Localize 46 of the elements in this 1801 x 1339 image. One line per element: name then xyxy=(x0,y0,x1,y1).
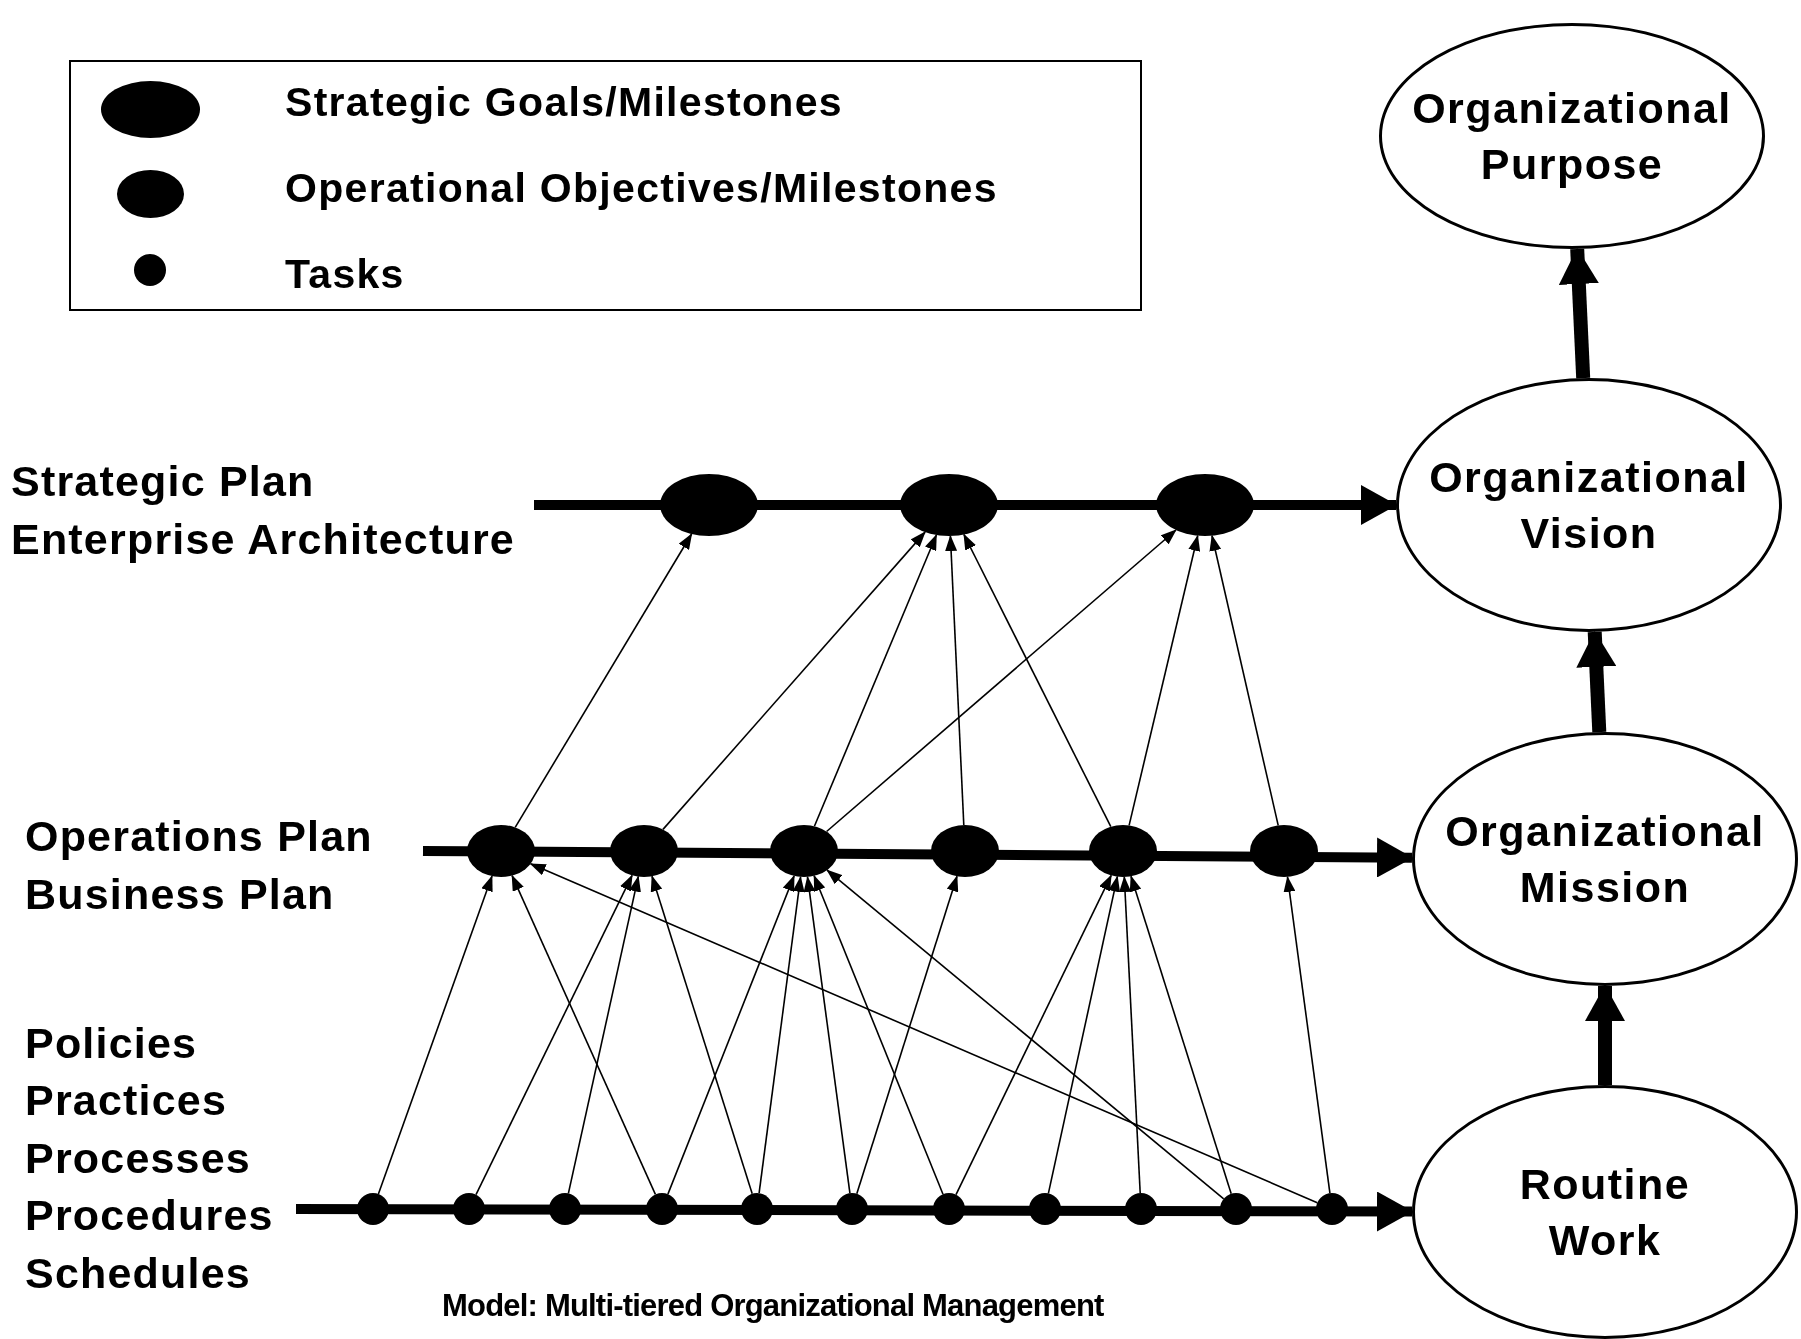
node-label: Routine Work xyxy=(1518,1159,1692,1266)
arrow xyxy=(377,875,493,1195)
tier-label: Enterprise Architecture xyxy=(11,514,515,565)
arrow xyxy=(963,533,1112,828)
caption: Model: Multi-tiered Organizational Management xyxy=(442,1287,1104,1325)
arrow xyxy=(511,874,657,1196)
arrow xyxy=(529,863,1319,1204)
node-label: Organizational Vision xyxy=(1428,452,1750,559)
legend-label: Strategic Goals/Milestones xyxy=(285,79,843,125)
tier-label: Operations Plan xyxy=(25,811,373,862)
arrow xyxy=(1128,534,1201,827)
arrow xyxy=(826,869,1225,1200)
tier-label: Procedures xyxy=(25,1190,274,1241)
arrow xyxy=(955,874,1112,1196)
arrow xyxy=(1209,534,1279,827)
arrow xyxy=(758,875,805,1194)
arrow xyxy=(1047,875,1121,1195)
thick-arrow xyxy=(1558,248,1599,379)
arrow xyxy=(803,875,851,1194)
tier-label: Business Plan xyxy=(25,869,335,920)
task-dot xyxy=(1220,1193,1252,1225)
tier-label: Processes xyxy=(25,1133,251,1184)
arrow xyxy=(813,874,944,1195)
arrow xyxy=(514,533,693,829)
tier-label: Policies xyxy=(25,1018,198,1069)
node-label: Organizational Mission xyxy=(1444,806,1766,913)
arrow xyxy=(1283,875,1331,1194)
arrow xyxy=(667,874,795,1195)
arrow xyxy=(567,875,641,1195)
tier-label: Strategic Plan xyxy=(11,456,315,507)
tier-label: Practices xyxy=(25,1075,228,1126)
node-label: Organizational Purpose xyxy=(1411,83,1733,190)
arrow xyxy=(475,874,633,1196)
arrow xyxy=(813,534,938,827)
arrow xyxy=(662,531,926,831)
legend-label: Operational Objectives/Milestones xyxy=(285,165,998,211)
arrow xyxy=(825,529,1177,833)
arrow xyxy=(945,535,965,826)
thick-arrow xyxy=(1585,985,1625,1085)
tier-label: Schedules xyxy=(25,1248,251,1299)
arrow xyxy=(650,875,753,1195)
legend-label: Tasks xyxy=(285,251,405,297)
arrow xyxy=(1119,876,1141,1194)
thick-arrow xyxy=(1576,630,1617,733)
arrow xyxy=(1129,875,1232,1195)
arrow xyxy=(856,875,959,1195)
